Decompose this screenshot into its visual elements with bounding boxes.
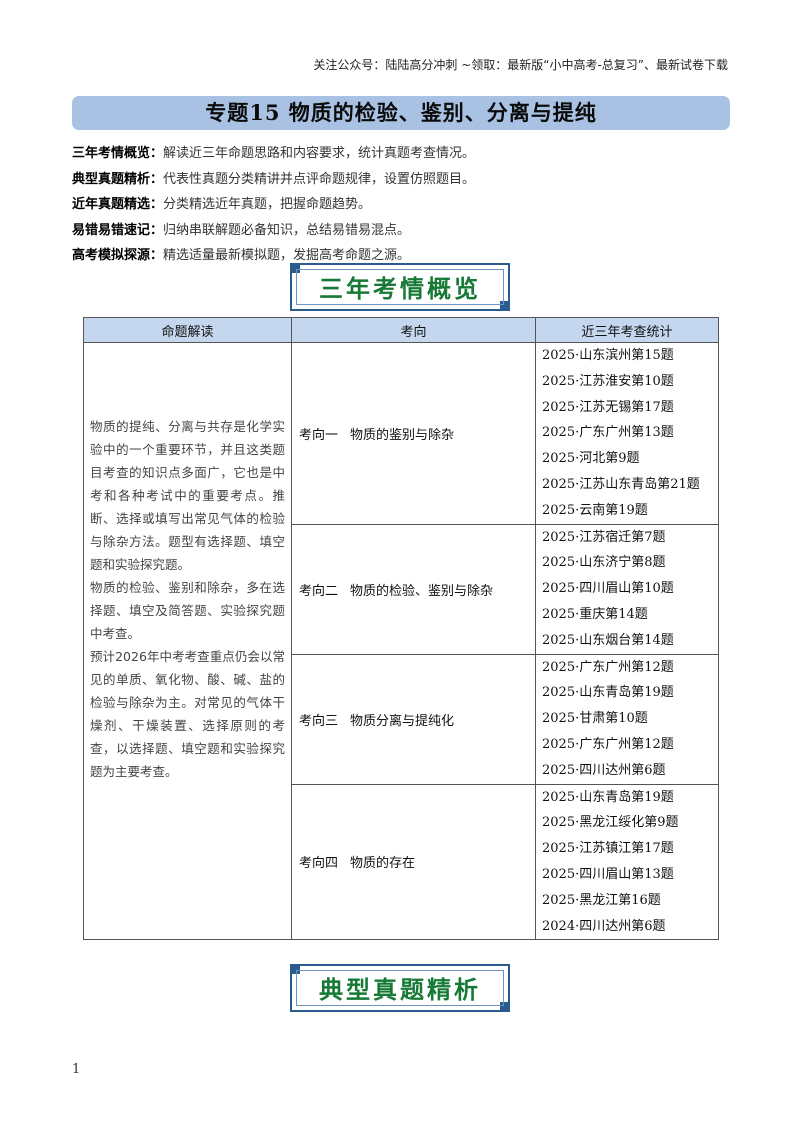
banner-corner-decoration — [500, 1002, 510, 1012]
typical-banner: 典型真题精析 — [290, 964, 510, 1012]
stat-item: 2025·甘肃第10题 — [542, 711, 648, 727]
table-row: 考向四物质的存在 2025·山东青岛第19题 2025·黑龙江绥化第9题 202… — [84, 783, 719, 941]
typical-banner-title: 典型真题精析 — [319, 976, 481, 1004]
intro-text: 分类精选近年真题，把握命题趋势。 — [163, 197, 372, 212]
column-header: 命题解读 — [83, 317, 292, 343]
description-paragraph: 预计2026年中考考查重点仍会以常见的单质、氧化物、酸、碱、盐的检验与除杂为主。… — [90, 649, 285, 779]
stats-cell: 2025·山东滨州第15题 2025·江苏淮安第10题 2025·江苏无锡第17… — [535, 342, 719, 525]
stat-item: 2025·河北第9题 — [542, 451, 640, 467]
stat-item: 2025·江苏镇江第17题 — [542, 841, 674, 857]
intro-key: 易错易错速记： — [72, 222, 164, 238]
stat-item: 2025·山东滨州第15题 — [542, 348, 674, 363]
stat-item: 2025·江苏淮安第10题 — [542, 373, 674, 389]
page-title: 专题15 物质的检验、鉴别、分离与提纯 — [72, 96, 730, 130]
intro-key: 高考模拟探源： — [72, 248, 164, 263]
direction-name: 物质的存在 — [350, 856, 416, 872]
direction-name: 物质分离与提纯化 — [350, 713, 455, 729]
stat-item: 2025·黑龙江绥化第9题 — [542, 815, 679, 831]
overview-banner-title: 三年考情概览 — [319, 275, 481, 303]
direction-cell: 考向一物质的鉴别与除杂 — [291, 342, 536, 525]
banner-corner-decoration — [290, 964, 300, 974]
stats-cell: 2025·山东青岛第19题 2025·黑龙江绥化第9题 2025·江苏镇江第17… — [535, 783, 719, 941]
stat-item: 2025·黑龙江第16题 — [542, 892, 661, 908]
description-paragraph: 物质的检验、鉴别和除杂，多在选择题、填空及简答题、实验探究题中考查。 — [90, 580, 285, 641]
stats-cell: 2025·广东广州第12题 2025·山东青岛第19题 2025·甘肃第10题 … — [535, 653, 719, 785]
direction-cell: 考向四物质的存在 — [291, 783, 536, 941]
direction-number: 考向一 — [299, 427, 339, 443]
stats-cell: 2025·江苏宿迁第7题 2025·山东济宁第8题 2025·四川眉山第10题 … — [535, 523, 719, 655]
intro-key: 三年考情概览： — [72, 146, 164, 161]
intro-key: 近年真题精选： — [72, 197, 164, 212]
stat-item: 2025·山东青岛第19题 — [542, 685, 674, 701]
stat-item: 2025·山东济宁第8题 — [542, 555, 666, 571]
stat-item: 2025·四川眉山第10题 — [542, 581, 674, 597]
intro-key: 典型真题精析： — [72, 171, 164, 187]
stat-item: 2025·广东广州第12题 — [542, 659, 674, 675]
page-number: 1 — [72, 1062, 81, 1077]
stat-item: 2025·山东青岛第19题 — [542, 789, 674, 805]
table-row: 物质的提纯、分离与共存是化学实验中的一个重要环节，并且这类题目考查的知识点多面广… — [83, 341, 719, 941]
overview-banner: 三年考情概览 — [290, 263, 510, 311]
stat-item: 2025·四川达州第6题 — [542, 762, 666, 778]
direction-name: 物质的鉴别与除杂 — [350, 427, 455, 443]
description-cell: 物质的提纯、分离与共存是化学实验中的一个重要环节，并且这类题目考查的知识点多面广… — [83, 341, 292, 941]
stat-item: 2025·江苏山东青岛第21题 — [542, 476, 700, 492]
stat-item: 2025·重庆第14题 — [542, 606, 648, 622]
banner-corner-decoration — [290, 263, 300, 273]
direction-number: 考向四 — [299, 856, 339, 872]
stat-item: 2024·四川达州第6题 — [542, 918, 666, 934]
table-header-row: 命题解读 考向 近三年考查统计 — [83, 317, 719, 343]
stat-item: 2025·云南第19题 — [542, 502, 648, 518]
intro-line: 高考模拟探源：精选适量最新模拟题，发掘高考命题之源。 — [72, 243, 732, 269]
stat-item: 2025·江苏无锡第17题 — [542, 399, 674, 415]
stat-item: 2025·江苏宿迁第7题 — [542, 529, 666, 545]
intro-text: 精选适量最新模拟题，发掘高考命题之源。 — [163, 248, 411, 263]
intro-text: 归纳串联解题必备知识，总结易错易混点。 — [163, 222, 411, 238]
intro-line: 典型真题精析：代表性真题分类精讲并点评命题规律，设置仿照题目。 — [72, 167, 732, 193]
direction-name: 物质的检验、鉴别与除杂 — [350, 583, 494, 599]
stat-item: 2025·四川眉山第13题 — [542, 866, 674, 882]
direction-cell: 考向三物质分离与提纯化 — [291, 653, 536, 785]
intro-line: 易错易错速记：归纳串联解题必备知识，总结易错易混点。 — [72, 218, 732, 244]
stat-item: 2025·广东广州第13题 — [542, 425, 674, 441]
intro-text: 代表性真题分类精讲并点评命题规律，设置仿照题目。 — [163, 171, 476, 187]
exam-overview-table: 命题解读 考向 近三年考查统计 物质的提纯、分离与共存是化学实验中的一个重要环节… — [83, 317, 719, 941]
direction-number: 考向二 — [299, 583, 339, 599]
header-note: 关注公众号：陆陆高分冲刺 ~领取：最新版“小中高考-总复习”、最新试卷下载 — [313, 58, 728, 72]
column-header: 近三年考查统计 — [535, 317, 719, 343]
banner-corner-decoration — [500, 301, 510, 311]
intro-section: 三年考情概览：解读近三年命题思路和内容要求，统计真题考查情况。 典型真题精析：代… — [72, 141, 732, 269]
column-header: 考向 — [291, 317, 536, 343]
stat-item: 2025·山东烟台第14题 — [542, 632, 674, 648]
intro-line: 三年考情概览：解读近三年命题思路和内容要求，统计真题考查情况。 — [72, 141, 732, 167]
table-row: 考向三物质分离与提纯化 2025·广东广州第12题 2025·山东青岛第19题 … — [84, 653, 719, 785]
direction-number: 考向三 — [299, 713, 339, 729]
direction-cell: 考向二物质的检验、鉴别与除杂 — [291, 523, 536, 655]
intro-text: 解读近三年命题思路和内容要求，统计真题考查情况。 — [163, 146, 476, 161]
intro-line: 近年真题精选：分类精选近年真题，把握命题趋势。 — [72, 192, 732, 218]
description-paragraph: 物质的提纯、分离与共存是化学实验中的一个重要环节，并且这类题目考查的知识点多面广… — [90, 419, 285, 572]
stat-item: 2025·广东广州第12题 — [542, 736, 674, 752]
